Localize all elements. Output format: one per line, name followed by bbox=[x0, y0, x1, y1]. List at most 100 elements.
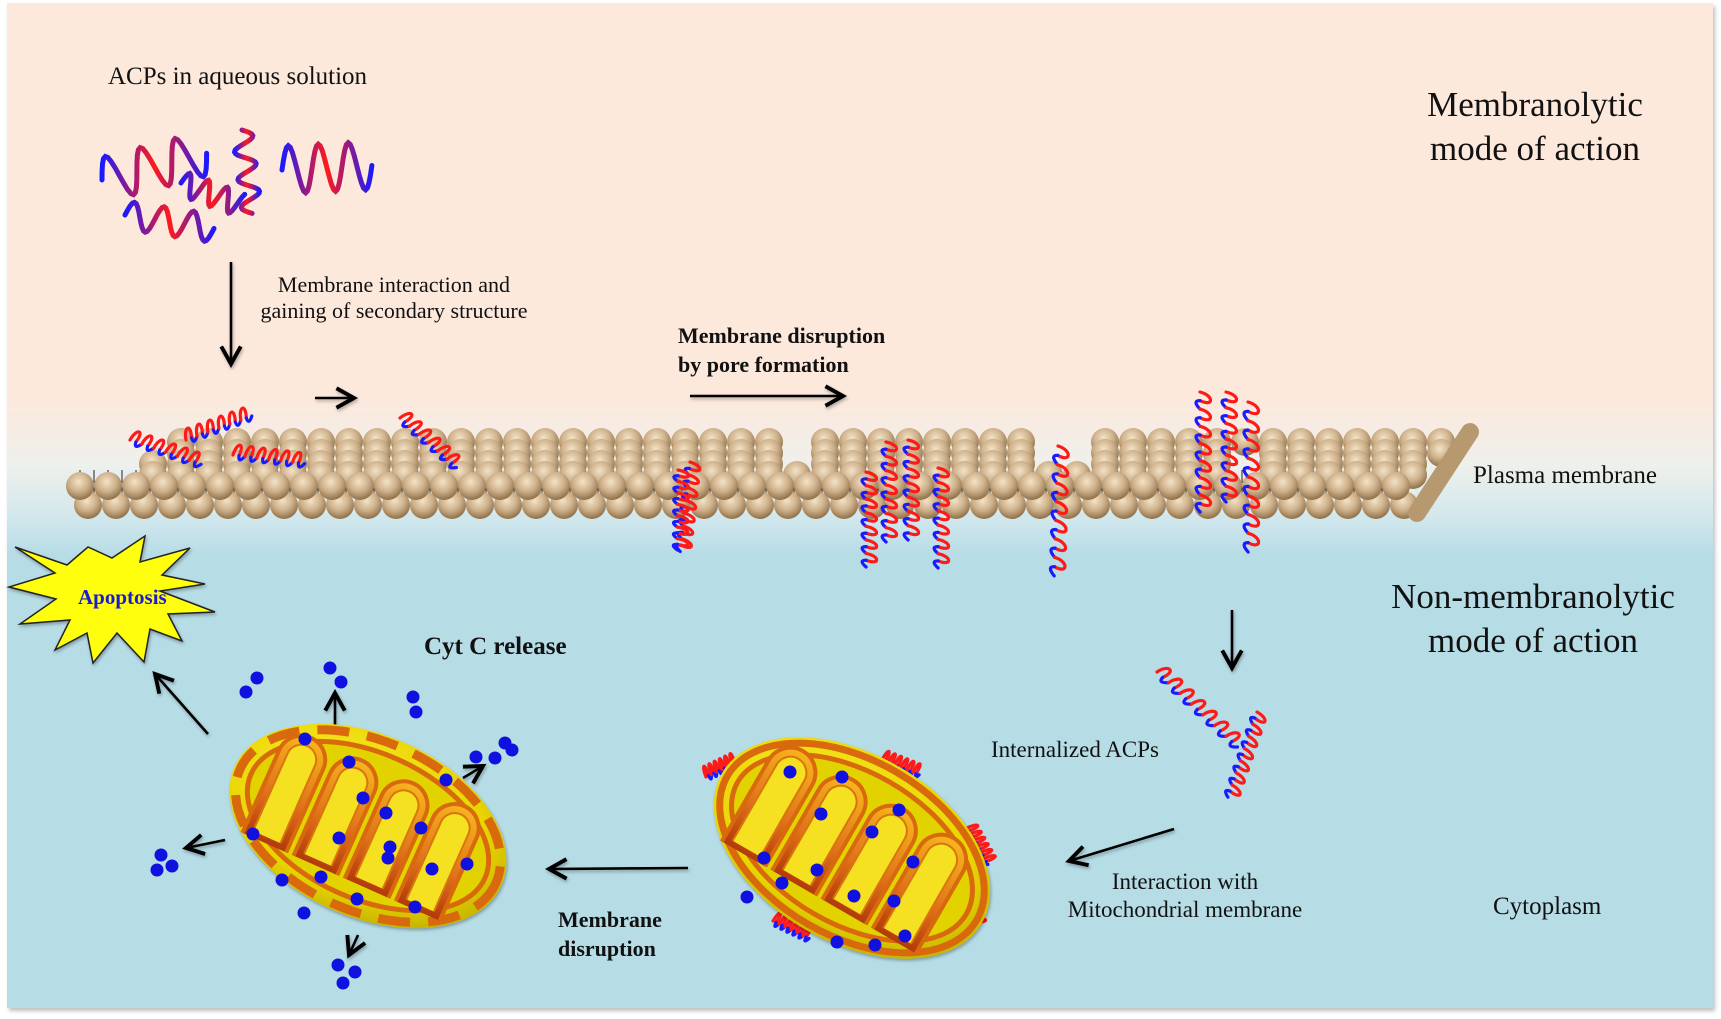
lipid-head bbox=[262, 472, 290, 500]
lipid-head bbox=[122, 472, 150, 500]
label-membrane-interaction-line2: gaining of secondary structure bbox=[260, 298, 528, 324]
random-coil-peptide-icon bbox=[178, 170, 248, 216]
alpha-helix-peptide-icon bbox=[1048, 444, 1070, 578]
label-interaction-mito-line2: Mitochondrial membrane bbox=[1067, 896, 1303, 922]
alpha-helix-peptide-icon bbox=[231, 443, 307, 469]
explosion-star-icon bbox=[6, 534, 216, 665]
label-non-membranolytic-mode: Non-membranolytic mode of action bbox=[1368, 575, 1698, 663]
mito-crista-inner bbox=[354, 789, 420, 890]
lipid-head bbox=[514, 472, 542, 500]
lipid-head bbox=[66, 472, 94, 500]
alpha-helix-peptide-icon bbox=[1220, 390, 1239, 504]
label-interaction-mito-line1: Interaction with bbox=[1111, 869, 1259, 894]
cytochrome-c-dot-icon bbox=[898, 929, 912, 943]
label-membranolytic-line1: Membranolytic bbox=[1427, 85, 1643, 124]
lipid-head bbox=[234, 472, 262, 500]
cytochrome-c-dot-icon bbox=[740, 890, 754, 904]
label-non-membranolytic-line1: Non-membranolytic bbox=[1391, 577, 1675, 616]
mito-outer-membrane bbox=[716, 739, 988, 957]
random-coil-peptide-icon bbox=[122, 199, 217, 245]
mito-crista-inner bbox=[405, 812, 471, 912]
label-pore-formation: Membrane disruption by pore formation bbox=[678, 322, 885, 379]
cytochrome-c-dot-icon bbox=[892, 803, 906, 817]
cytochrome-c-dot-icon bbox=[379, 806, 393, 820]
label-membrane-disruption-line1: Membrane bbox=[558, 907, 662, 932]
alpha-helix-peptide-icon bbox=[1155, 666, 1241, 749]
arrow-icon bbox=[1069, 827, 1175, 861]
cytochrome-c-dot-icon bbox=[356, 791, 370, 805]
alpha-helix-peptide-icon bbox=[880, 440, 899, 544]
label-internalized-acps: Internalized ACPs bbox=[991, 737, 1159, 762]
label-plasma-membrane: Plasma membrane bbox=[1473, 462, 1657, 489]
alpha-helix-peptide-icon bbox=[183, 406, 254, 443]
arrow-icon bbox=[549, 868, 689, 869]
cytochrome-c-dot-icon bbox=[414, 821, 428, 835]
cytochrome-c-dot-icon bbox=[334, 675, 348, 689]
lipid-head bbox=[794, 472, 822, 500]
label-cytoplasm: Cytoplasm bbox=[1493, 893, 1602, 920]
mito-crista-inner bbox=[731, 755, 808, 858]
cytochrome-c-dot-icon bbox=[757, 851, 771, 865]
lipid-head bbox=[1074, 472, 1102, 500]
cytochrome-c-dot-icon bbox=[469, 750, 483, 764]
cytochrome-c-dot-icon bbox=[298, 732, 312, 746]
lipid-head bbox=[626, 472, 654, 500]
alpha-helix-peptide-icon bbox=[1194, 390, 1213, 514]
cytochrome-c-dot-icon bbox=[314, 870, 328, 884]
lipid-head bbox=[682, 472, 710, 500]
label-acps-aqueous: ACPs in aqueous solution bbox=[108, 63, 368, 90]
lipid-head bbox=[374, 472, 402, 500]
mito-crista-inner bbox=[303, 766, 369, 867]
lipid-head bbox=[94, 472, 122, 500]
cytochrome-c-dot-icon bbox=[297, 906, 311, 920]
label-pore-formation-line2: by pore formation bbox=[678, 351, 849, 377]
lipid-head bbox=[598, 472, 626, 500]
lipid-bilayer-icon bbox=[66, 423, 1479, 522]
cytochrome-c-dot-icon bbox=[406, 690, 420, 704]
lipid-head bbox=[290, 472, 318, 500]
lipid-head bbox=[178, 472, 206, 500]
lipid-head bbox=[1326, 472, 1354, 500]
cytochrome-c-dot-icon bbox=[239, 685, 253, 699]
lipid-head bbox=[1242, 472, 1270, 500]
disrupted-mitochondrion-icon bbox=[229, 723, 507, 929]
cytochrome-c-dot-icon bbox=[331, 958, 345, 972]
cytochrome-c-dot-icon bbox=[323, 661, 337, 675]
alpha-helix-peptide-icon bbox=[932, 466, 951, 570]
cytochrome-c-dot-icon bbox=[814, 807, 828, 821]
cytochrome-c-dot-icon bbox=[154, 848, 168, 862]
lipid-head bbox=[1102, 472, 1130, 500]
mito-outer-membrane bbox=[231, 725, 505, 927]
cytochrome-c-dot-icon bbox=[336, 976, 350, 990]
cytochrome-c-dot-icon bbox=[887, 894, 901, 908]
lipid-head bbox=[542, 472, 570, 500]
lipid-head bbox=[962, 472, 990, 500]
mito-crista-inner bbox=[781, 784, 858, 887]
arrow-icon bbox=[462, 766, 483, 778]
lipid-head bbox=[402, 472, 430, 500]
cytochrome-c-dot-icon bbox=[425, 862, 439, 876]
label-membrane-interaction: Membrane interaction and gaining of seco… bbox=[244, 272, 544, 325]
label-membrane-disruption-line2: disruption bbox=[558, 935, 656, 961]
cytochrome-c-dot-icon bbox=[847, 889, 861, 903]
cytochrome-c-dot-icon bbox=[830, 935, 844, 949]
cytochrome-c-dot-icon bbox=[505, 743, 519, 757]
lipid-head bbox=[1354, 472, 1382, 500]
lipid-head bbox=[346, 472, 374, 500]
label-membranolytic-mode: Membranolytic mode of action bbox=[1395, 83, 1675, 171]
cytochrome-c-dot-icon bbox=[783, 765, 797, 779]
bilayer-edge bbox=[1408, 423, 1479, 522]
cytochrome-c-dot-icon bbox=[348, 965, 362, 979]
lipid-head bbox=[1018, 472, 1046, 500]
mito-crista-inner bbox=[832, 813, 908, 916]
arrow-icon bbox=[186, 840, 226, 848]
lipid-head bbox=[738, 472, 766, 500]
alpha-helix-peptide-icon bbox=[1242, 400, 1261, 554]
cytochrome-c-dot-icon bbox=[868, 938, 882, 952]
cytochrome-c-dot-icon bbox=[383, 840, 397, 854]
cytochrome-c-dot-icon bbox=[275, 873, 289, 887]
alpha-helix-peptide-icon bbox=[128, 430, 203, 469]
arrow-icon bbox=[349, 934, 358, 955]
random-coil-peptide-icon bbox=[99, 135, 210, 198]
cytochrome-c-dot-icon bbox=[865, 825, 879, 839]
